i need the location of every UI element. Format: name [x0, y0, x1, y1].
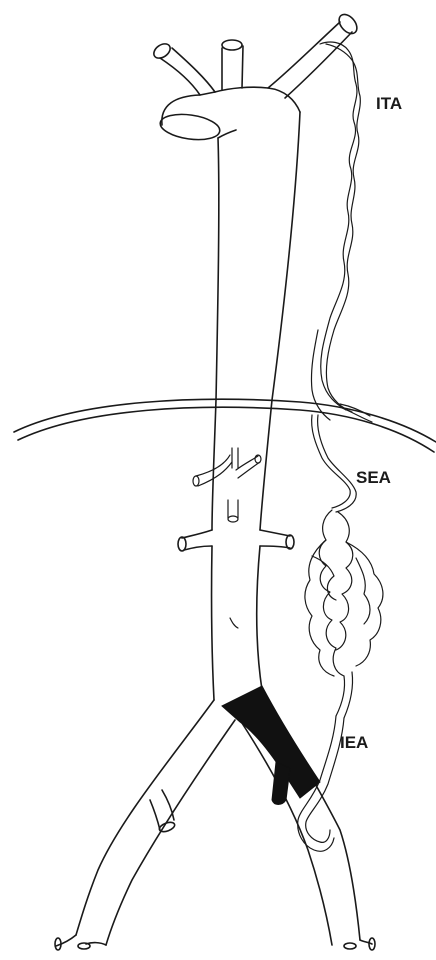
label-sea: SEA [356, 468, 391, 487]
sea-collateral [312, 415, 357, 512]
diaphragm [14, 399, 436, 452]
abdominal-aorta [212, 546, 262, 700]
label-ita: ITA [376, 94, 402, 113]
brachiocephalic-branch [151, 41, 215, 95]
carotid-branch [222, 40, 243, 90]
aortic-arch [159, 87, 300, 143]
celiac-branches [193, 448, 261, 522]
renal-branches [178, 530, 294, 551]
collateral-network [305, 510, 383, 718]
occluded-segment [222, 686, 320, 805]
iliac-arteries [55, 690, 375, 950]
label-iea: IEA [340, 733, 368, 752]
ita-collateral [311, 42, 372, 422]
descending-aorta [212, 112, 300, 530]
